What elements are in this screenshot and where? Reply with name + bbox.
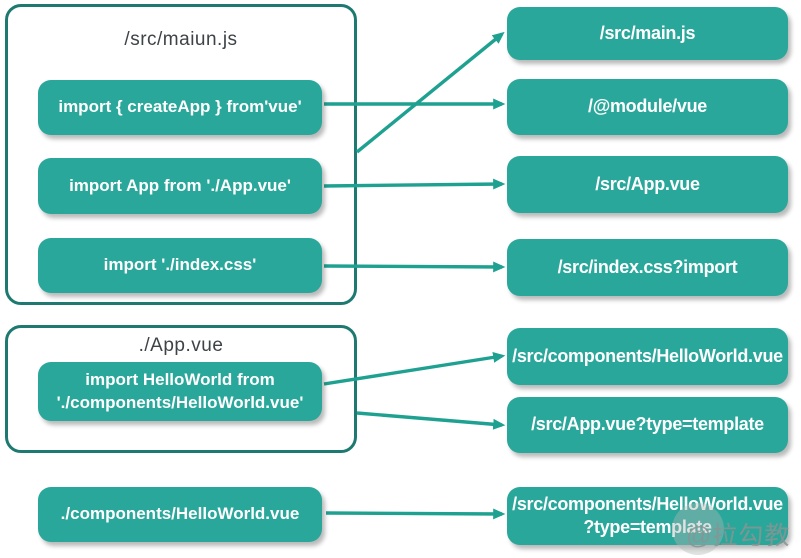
group-title-app-vue: ./App.vue xyxy=(138,335,224,356)
node-label: /src/App.vue?type=template xyxy=(531,414,764,435)
group-title-main-js: /src/maiun.js xyxy=(124,29,238,50)
node-url-app-vue-template: /src/App.vue?type=template xyxy=(507,397,788,453)
node-url-main-js: /src/main.js xyxy=(507,7,788,60)
node-url-helloworld-template: /src/components/HelloWorld.vue ?type=tem… xyxy=(507,487,788,545)
resolution-arrow xyxy=(323,351,506,386)
node-import-app: import App from './App.vue' xyxy=(38,158,322,214)
node-label-line2: ?type=template xyxy=(583,517,712,537)
node-label: /src/main.js xyxy=(599,22,696,43)
node-label: import App from './App.vue' xyxy=(69,175,291,195)
node-label: import './index.css' xyxy=(103,255,257,275)
resolution-arrow xyxy=(355,31,505,154)
resolution-arrow xyxy=(323,178,506,190)
node-label-line1: /src/components/HelloWorld.vue xyxy=(512,493,783,514)
node-import-index-css: import './index.css' xyxy=(38,238,322,293)
node-label-line1: import HelloWorld from xyxy=(85,370,275,390)
resolution-arrow xyxy=(356,411,506,430)
node-url-helloworld-vue: /src/components/HelloWorld.vue xyxy=(507,328,788,385)
node-label-line2: './components/HelloWorld.vue' xyxy=(56,392,304,412)
node-url-app-vue: /src/App.vue xyxy=(507,156,788,213)
node-label: /@module/vue xyxy=(588,96,707,117)
node-url-index-css-import: /src/index.css?import xyxy=(507,239,788,296)
node-url-module-vue: /@module/vue xyxy=(507,79,788,135)
node-label: import { createApp } from'vue' xyxy=(58,97,302,117)
node-label: /src/components/HelloWorld.vue xyxy=(512,345,783,366)
node-helloworld-file: ./components/HelloWorld.vue xyxy=(38,487,322,542)
node-label: /src/index.css?import xyxy=(557,256,738,277)
node-label: ./components/HelloWorld.vue xyxy=(60,504,300,524)
node-import-helloworld: import HelloWorld from './components/Hel… xyxy=(38,362,322,421)
resolution-arrow xyxy=(325,508,506,520)
node-import-createapp: import { createApp } from'vue' xyxy=(38,80,322,135)
resolution-arrow xyxy=(323,261,506,273)
node-label: /src/App.vue xyxy=(595,173,700,194)
